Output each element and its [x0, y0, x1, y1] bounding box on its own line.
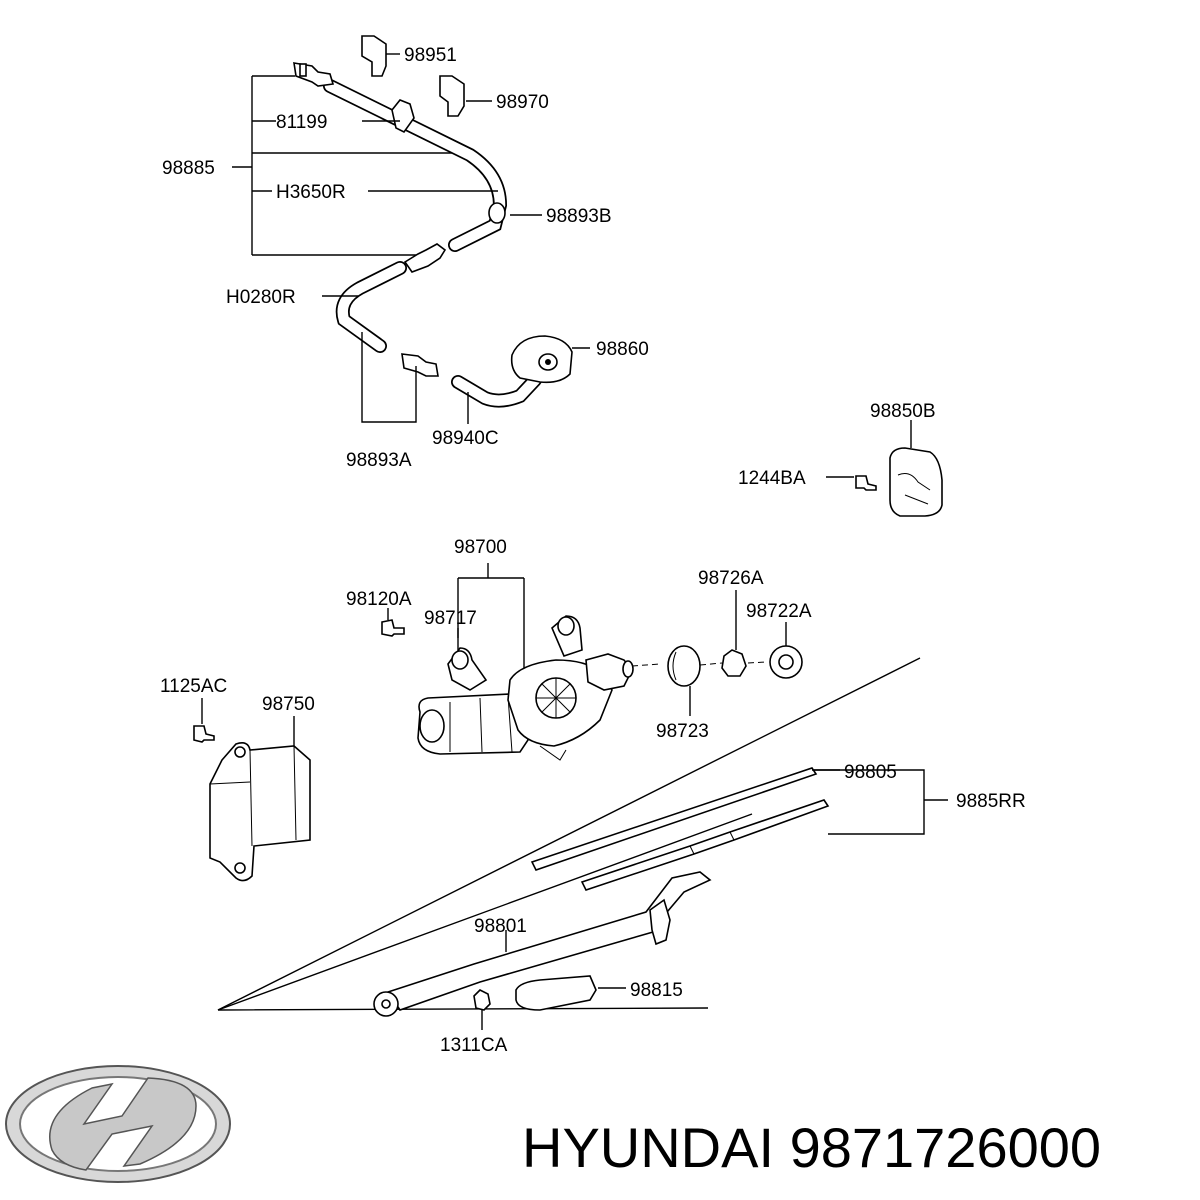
callout-98726a: 98726A — [698, 568, 764, 589]
callout-9885rr: 9885RR — [956, 791, 1026, 812]
callout-1125ac: 1125AC — [160, 676, 227, 697]
callout-98885: 98885 — [162, 158, 215, 179]
wiper-module-98750 — [193, 698, 311, 882]
clip-98951-icon — [361, 35, 400, 77]
hyundai-logo-icon — [5, 1065, 231, 1183]
callout-98893b: 98893B — [546, 206, 612, 227]
shaft-parts — [667, 590, 803, 716]
callout-98120a: 98120A — [346, 589, 412, 610]
wiper-blade-assembly — [217, 657, 948, 1030]
brand-part-title: HYUNDAI 9871726000 — [522, 1116, 1102, 1179]
callout-98717: 98717 — [424, 608, 477, 629]
clip-98970-icon — [439, 75, 492, 117]
callout-98700: 98700 — [454, 537, 507, 558]
callout-98850b: 98850B — [870, 401, 936, 422]
callout-98815: 98815 — [630, 980, 683, 1001]
callout-98750: 98750 — [262, 694, 315, 715]
washer-hose-assembly — [232, 62, 590, 424]
callout-98801: 98801 — [474, 916, 527, 937]
part-callouts: 98951 98970 81199 98885 H3650R 98893B H0… — [160, 45, 1026, 1056]
callout-98722a: 98722A — [746, 601, 812, 622]
callout-1244ba: 1244BA — [738, 468, 806, 489]
callout-98893a: 98893A — [346, 450, 412, 471]
callout-98951: 98951 — [404, 45, 457, 66]
callout-1311ca: 1311CA — [440, 1035, 508, 1056]
cover-98850b-icon — [826, 420, 943, 517]
callout-98805: 98805 — [844, 762, 897, 783]
callout-98860: 98860 — [596, 339, 649, 360]
callout-h0280r: H0280R — [226, 287, 296, 308]
callout-h3650r: H3650R — [276, 182, 346, 203]
callout-81199: 81199 — [276, 112, 327, 133]
callout-98970: 98970 — [496, 92, 549, 113]
wiper-motor-98700 — [381, 563, 661, 761]
callout-98723: 98723 — [656, 721, 709, 742]
callout-98940c: 98940C — [432, 428, 499, 449]
